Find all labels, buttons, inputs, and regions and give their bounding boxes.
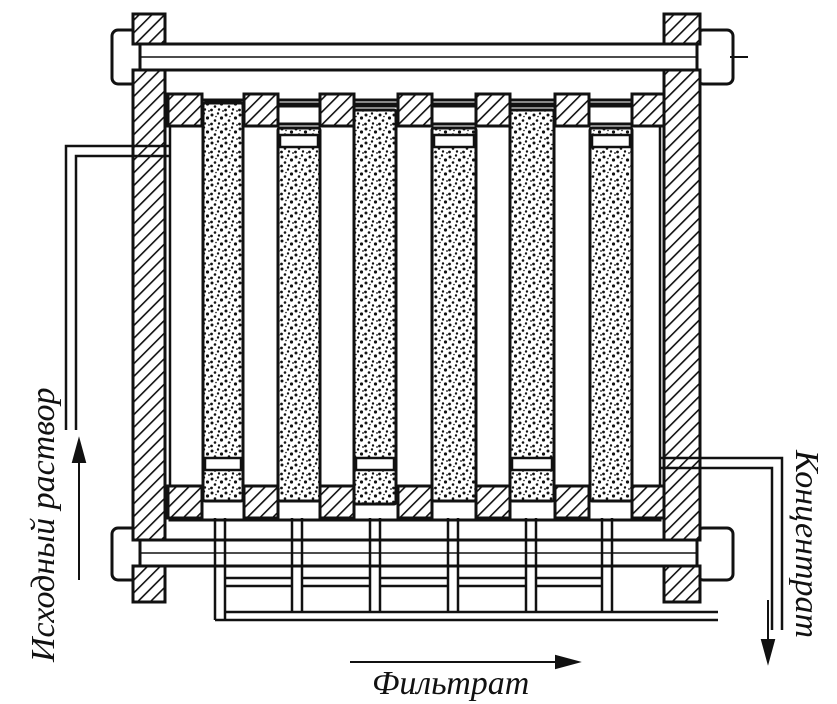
top-spacers: [166, 92, 666, 128]
filtrate-collector: [213, 518, 718, 622]
membrane-bars: [203, 133, 632, 472]
bottom-spacers: [166, 484, 666, 520]
top-tie-rod: [110, 28, 748, 86]
bottom-right-nut: [695, 526, 735, 582]
filter-plate-5: [508, 108, 556, 503]
concentrate-arrow: [760, 600, 776, 666]
left-end-plate: [131, 12, 167, 604]
concentrate-pipe: [660, 456, 784, 630]
filter-plate-1: [201, 101, 245, 503]
filter-plates: [201, 101, 634, 506]
concentrate-label: Концентрат: [788, 449, 825, 638]
filtrate-arrow: [350, 654, 582, 670]
filter-plate-4: [430, 126, 478, 503]
inlet-arrow: [71, 436, 87, 580]
inlet-pipe: [64, 144, 170, 430]
top-right-nut: [695, 28, 735, 86]
filter-plate-6: [588, 126, 634, 503]
filtrate-label: Фильтрат: [372, 665, 529, 702]
inlet-label: Исходный раствор: [25, 387, 62, 663]
filter-plate-2: [276, 126, 322, 503]
filter-plate-3: [352, 108, 398, 506]
right-end-plate: [662, 12, 702, 604]
bottom-tie-rod: [110, 526, 735, 582]
